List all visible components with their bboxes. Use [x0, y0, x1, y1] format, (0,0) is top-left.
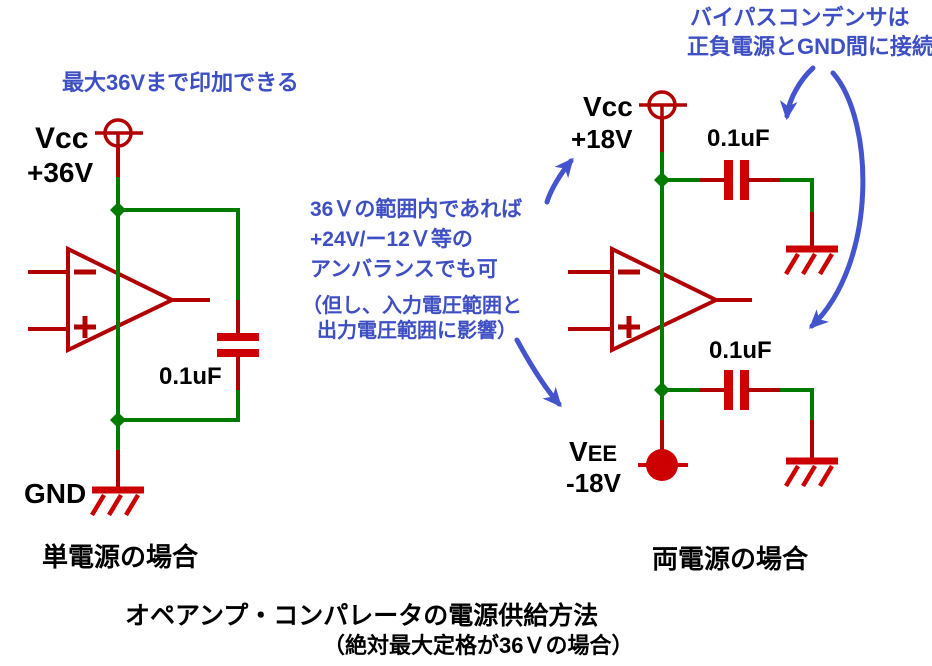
power-port-cross [639, 103, 687, 119]
vcc-voltage-label: +18V [571, 124, 633, 154]
vee-label-initial: V [569, 436, 588, 467]
plus-sign-icon [74, 316, 96, 338]
vee-power-port-symbol [638, 420, 688, 481]
page-title: オペアンプ・コンパレータの電源供給方法 [125, 601, 598, 630]
capacitor-value-label: 0.1uF [159, 363, 222, 390]
unbalance-note-line2: +24V/ー12Ｖ等の [310, 227, 473, 251]
vcc-label: Vcc [583, 91, 633, 122]
vee-voltage-label: -18V [566, 468, 622, 498]
capacitor-plate [740, 160, 749, 200]
unbalance-note-line5: 出力電圧範囲に影響） [317, 318, 517, 342]
junction-dot [654, 382, 670, 398]
single-supply-caption: 単電源の場合 [42, 542, 199, 572]
vcc-power-port-symbol [639, 90, 687, 153]
vcc-power-port-symbol [95, 118, 143, 178]
arrow-to-vee [514, 337, 562, 408]
junction-dot [654, 172, 670, 188]
bypass-capacitor-top [662, 160, 838, 276]
wire-cap-top-right [780, 178, 814, 213]
arrow-to-plus18v [544, 157, 574, 205]
wire-cap-branch-bottom [118, 389, 240, 422]
max-voltage-note: 最大36Vまで印加できる [62, 70, 299, 95]
junction-dot [110, 412, 126, 428]
arrow-to-top-capacitor [779, 65, 816, 121]
unbalance-note-line3: アンバランスでも可 [310, 258, 498, 281]
vcc-voltage-label: +36V [27, 157, 93, 188]
gnd-slashes [90, 493, 140, 517]
dual-supply-circuit: Vcc +18V 0.1uF 0.1uF VEE -18V 両電源の場合 [566, 90, 838, 574]
capacitor-plate [217, 333, 259, 341]
capacitor-plate [740, 370, 749, 410]
power-port-cross [95, 131, 143, 147]
junction-dot [110, 202, 126, 218]
page-subtitle: （絶対最大定格が36Ｖの場合） [323, 633, 633, 658]
capacitor-plate [724, 160, 733, 200]
capacitor-bottom-value-label: 0.1uF [709, 337, 772, 364]
bypass-note-line1: バイパスコンデンサは [690, 5, 910, 30]
gnd-slashes [784, 464, 834, 488]
capacitor-plate [217, 349, 259, 357]
bypass-capacitor [217, 300, 259, 390]
unbalance-note-line1: 36Ｖの範囲内であれば [310, 197, 522, 221]
wire-cap-branch-top [118, 208, 240, 301]
annotation-layer: 最大36Vまで印加できる バイパスコンデンサは 正負電源とGND間に接続 36Ｖ… [62, 5, 932, 408]
capacitor-top-value-label: 0.1uF [707, 125, 770, 152]
unbalance-note-line4: （但し、入力電圧範囲と [302, 293, 522, 317]
plus-sign-icon [618, 316, 640, 338]
bypass-capacitor-bottom [662, 370, 838, 488]
gnd-slashes [784, 252, 834, 276]
gnd-label: GND [24, 478, 86, 509]
capacitor-plate [724, 370, 733, 410]
vee-label-rest: EE [588, 441, 617, 466]
single-supply-circuit: Vcc +36V GND 0.1uF 単電源の場合 [24, 118, 259, 572]
arrow-to-bottom-capacitor [808, 70, 866, 329]
bypass-note-line2: 正負電源とGND間に接続 [687, 34, 932, 59]
vcc-label: Vcc [35, 122, 88, 155]
wire-cap-bottom-right [780, 388, 814, 421]
vee-filled-circle [646, 449, 678, 481]
dual-supply-caption: 両電源の場合 [652, 544, 809, 574]
vee-label: VEE [569, 436, 617, 467]
ground-symbol [90, 450, 144, 517]
